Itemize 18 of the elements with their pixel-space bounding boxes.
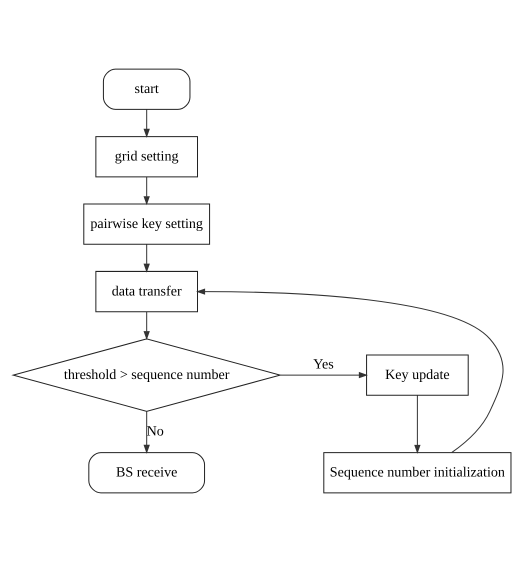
edge-label: Yes — [312, 356, 334, 372]
node-box: start — [102, 68, 190, 110]
arrow — [414, 395, 420, 454]
arrow — [143, 110, 150, 138]
node-box: Sequence number initialization — [322, 452, 511, 494]
arrow — [280, 372, 368, 378]
node-box: Key update — [366, 354, 468, 396]
arrow — [143, 411, 150, 454]
arrow — [143, 177, 150, 206]
arrow — [143, 244, 150, 273]
node-box: pairwise key setting — [82, 204, 210, 245]
node-box: data transfer — [94, 270, 198, 312]
edge-label: No — [146, 424, 164, 440]
node-box: BS receive — [88, 452, 205, 494]
arrow — [196, 288, 503, 453]
arrow — [143, 312, 150, 340]
node-box: grid setting — [94, 136, 198, 178]
node-diamond: threshold > sequence number — [10, 338, 282, 412]
